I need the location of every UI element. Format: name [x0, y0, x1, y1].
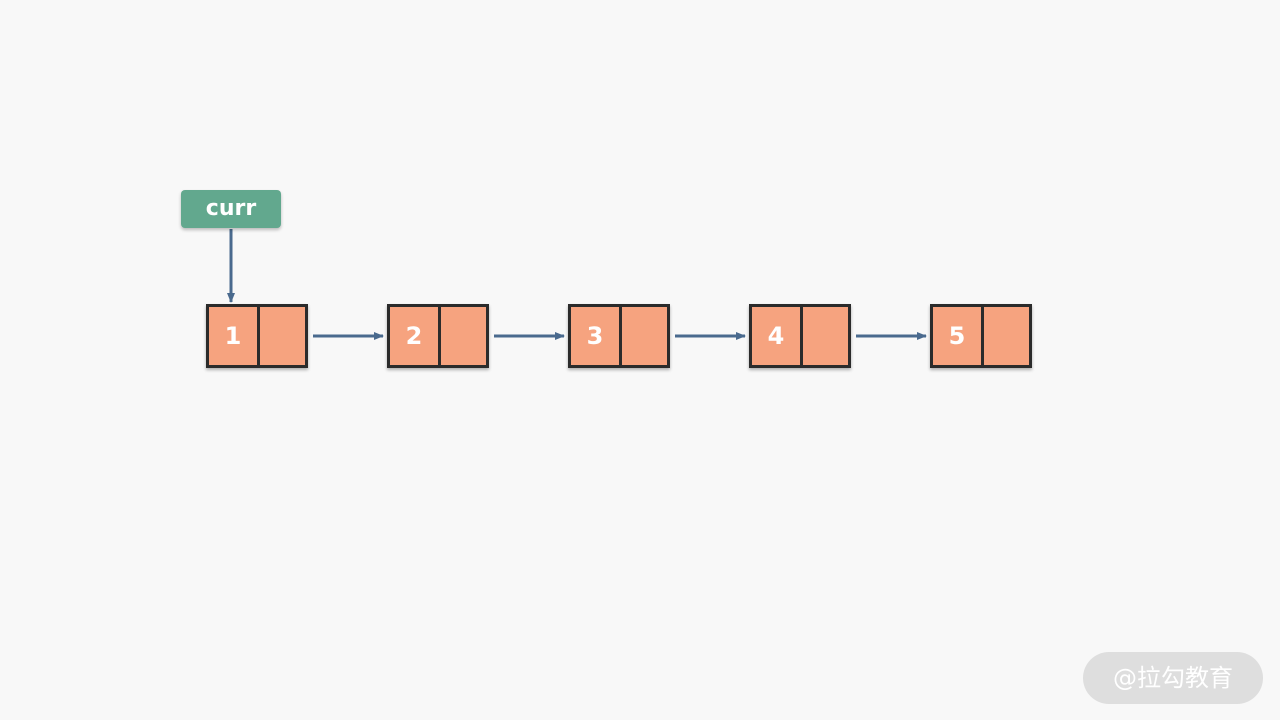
list-node-2: 2 [387, 304, 489, 368]
node-value: 1 [209, 307, 260, 365]
list-node-4: 4 [749, 304, 851, 368]
watermark: @拉勾教育 [1083, 652, 1263, 704]
node-next-field [803, 307, 848, 365]
node-value: 4 [752, 307, 803, 365]
node-value: 2 [390, 307, 441, 365]
node-next-field [622, 307, 667, 365]
list-node-3: 3 [568, 304, 670, 368]
node-value: 5 [933, 307, 984, 365]
curr-pointer-label: curr [181, 190, 281, 228]
list-node-1: 1 [206, 304, 308, 368]
node-next-field [441, 307, 486, 365]
node-next-field [984, 307, 1029, 365]
node-next-field [260, 307, 305, 365]
list-node-5: 5 [930, 304, 1032, 368]
node-value: 3 [571, 307, 622, 365]
